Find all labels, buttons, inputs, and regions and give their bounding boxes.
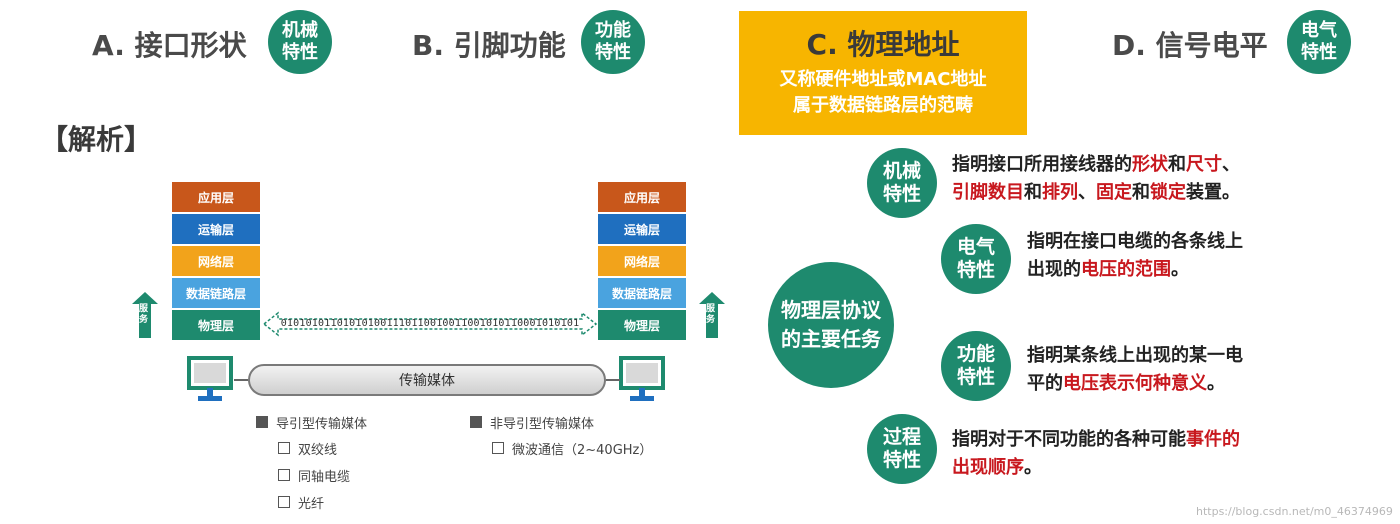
checkbox-icon: [278, 469, 290, 481]
option-b-badge: 功能特性: [581, 10, 645, 74]
highlight-text: 出现顺序: [952, 457, 1024, 478]
desc-text: 和: [1024, 182, 1042, 203]
electrical-characteristic-badge: 电气特性: [941, 224, 1011, 294]
right-layer-network: 网络层: [598, 246, 686, 276]
right-cable-line: [606, 379, 620, 381]
mechanical-characteristic-desc: 指明接口所用接线器的形状和尺寸、引脚数目和排列、固定和锁定装置。: [952, 151, 1240, 207]
transmission-medium-bar: 传输媒体: [248, 364, 606, 396]
guided-item-fiber: 光纤: [298, 497, 325, 512]
analysis-title: 【解析】: [40, 123, 153, 156]
electrical-characteristic-desc: 指明在接口电缆的各条线上出现的电压的范围。: [1027, 228, 1243, 284]
highlight-text: 引脚数目: [952, 182, 1024, 203]
highlight-text: 固定: [1096, 182, 1132, 203]
desc-text: 和: [1132, 182, 1150, 203]
left-service-label: 服务: [139, 304, 149, 325]
guided-media-square-icon: [256, 416, 268, 428]
physical-layer-tasks-circle: 物理层协议的主要任务: [768, 262, 894, 388]
functional-characteristic-badge: 功能特性: [941, 331, 1011, 401]
option-c-answer-box: C. 物理地址 又称硬件地址或MAC地址 属于数据链路层的范畴: [739, 11, 1027, 135]
left-layer-datalink: 数据链路层: [172, 278, 260, 308]
option-d-label: D. 信号电平: [1112, 29, 1268, 62]
left-computer-icon: [187, 356, 233, 401]
option-c-note-2: 属于数据链路层的范畴: [793, 95, 973, 116]
highlight-text: 电压的范围: [1081, 259, 1171, 280]
highlight-text: 尺寸: [1186, 154, 1222, 175]
checkbox-icon: [278, 442, 290, 454]
desc-text: 和: [1168, 154, 1186, 175]
option-a-label: A. 接口形状: [92, 29, 247, 62]
highlight-text: 锁定: [1150, 182, 1186, 203]
guided-item-twisted-pair: 双绞线: [298, 443, 338, 458]
watermark: https://blog.csdn.net/m0_46374969: [1196, 505, 1393, 518]
desc-text: 。: [1171, 259, 1189, 280]
left-layer-network: 网络层: [172, 246, 260, 276]
desc-text: 。: [1024, 457, 1042, 478]
right-layer-physical: 物理层: [598, 310, 686, 340]
option-d-badge: 电气特性: [1287, 10, 1351, 74]
desc-text: 指明对于不同功能的各种可能: [952, 429, 1186, 450]
mechanical-characteristic-badge: 机械特性: [867, 148, 937, 218]
desc-text: 指明某条线上出现的某一电: [1027, 345, 1243, 366]
unguided-media-title: 非导引型传输媒体: [490, 417, 595, 432]
unguided-item-microwave: 微波通信（2~40GHz）: [512, 443, 653, 458]
right-service-arrow-icon: [699, 292, 725, 338]
option-c-note-1: 又称硬件地址或MAC地址: [779, 69, 987, 90]
unguided-media-square-icon: [470, 416, 482, 428]
desc-text: 装置。: [1186, 182, 1240, 203]
checkbox-icon: [492, 442, 504, 454]
left-layer-physical: 物理层: [172, 310, 260, 340]
bitstream-text: 0101010110101010011101100100110010101100…: [280, 318, 580, 329]
option-b-label: B. 引脚功能: [412, 29, 566, 62]
checkbox-icon: [278, 496, 290, 508]
option-c-label: C. 物理地址: [806, 28, 960, 61]
right-layer-transport: 运输层: [598, 214, 686, 244]
right-computer-icon: [619, 356, 665, 401]
highlight-text: 形状: [1132, 154, 1168, 175]
guided-item-coax: 同轴电缆: [298, 470, 351, 485]
desc-text: 指明在接口电缆的各条线上: [1027, 231, 1243, 252]
desc-text: 指明接口所用接线器的: [952, 154, 1132, 175]
left-layer-transport: 运输层: [172, 214, 260, 244]
procedural-characteristic-desc: 指明对于不同功能的各种可能事件的出现顺序。: [952, 426, 1240, 482]
transmission-medium-label: 传输媒体: [399, 373, 455, 389]
right-layer-application: 应用层: [598, 182, 686, 212]
desc-text: 出现的: [1027, 259, 1081, 280]
desc-text: 。: [1207, 373, 1225, 394]
bitstream-double-arrow-icon: [262, 311, 598, 337]
desc-text: 、: [1078, 182, 1096, 203]
guided-media-title: 导引型传输媒体: [276, 417, 368, 432]
left-cable-line: [234, 379, 248, 381]
highlight-text: 事件的: [1186, 429, 1240, 450]
highlight-text: 排列: [1042, 182, 1078, 203]
desc-text: 、: [1222, 154, 1240, 175]
right-service-label: 服务: [706, 304, 716, 325]
left-layer-application: 应用层: [172, 182, 260, 212]
desc-text: 平的: [1027, 373, 1063, 394]
left-service-arrow-icon: [132, 292, 158, 338]
option-a-badge: 机械特性: [268, 10, 332, 74]
right-layer-datalink: 数据链路层: [598, 278, 686, 308]
functional-characteristic-desc: 指明某条线上出现的某一电平的电压表示何种意义。: [1027, 342, 1243, 398]
highlight-text: 电压表示何种意义: [1063, 373, 1207, 394]
procedural-characteristic-badge: 过程特性: [867, 414, 937, 484]
